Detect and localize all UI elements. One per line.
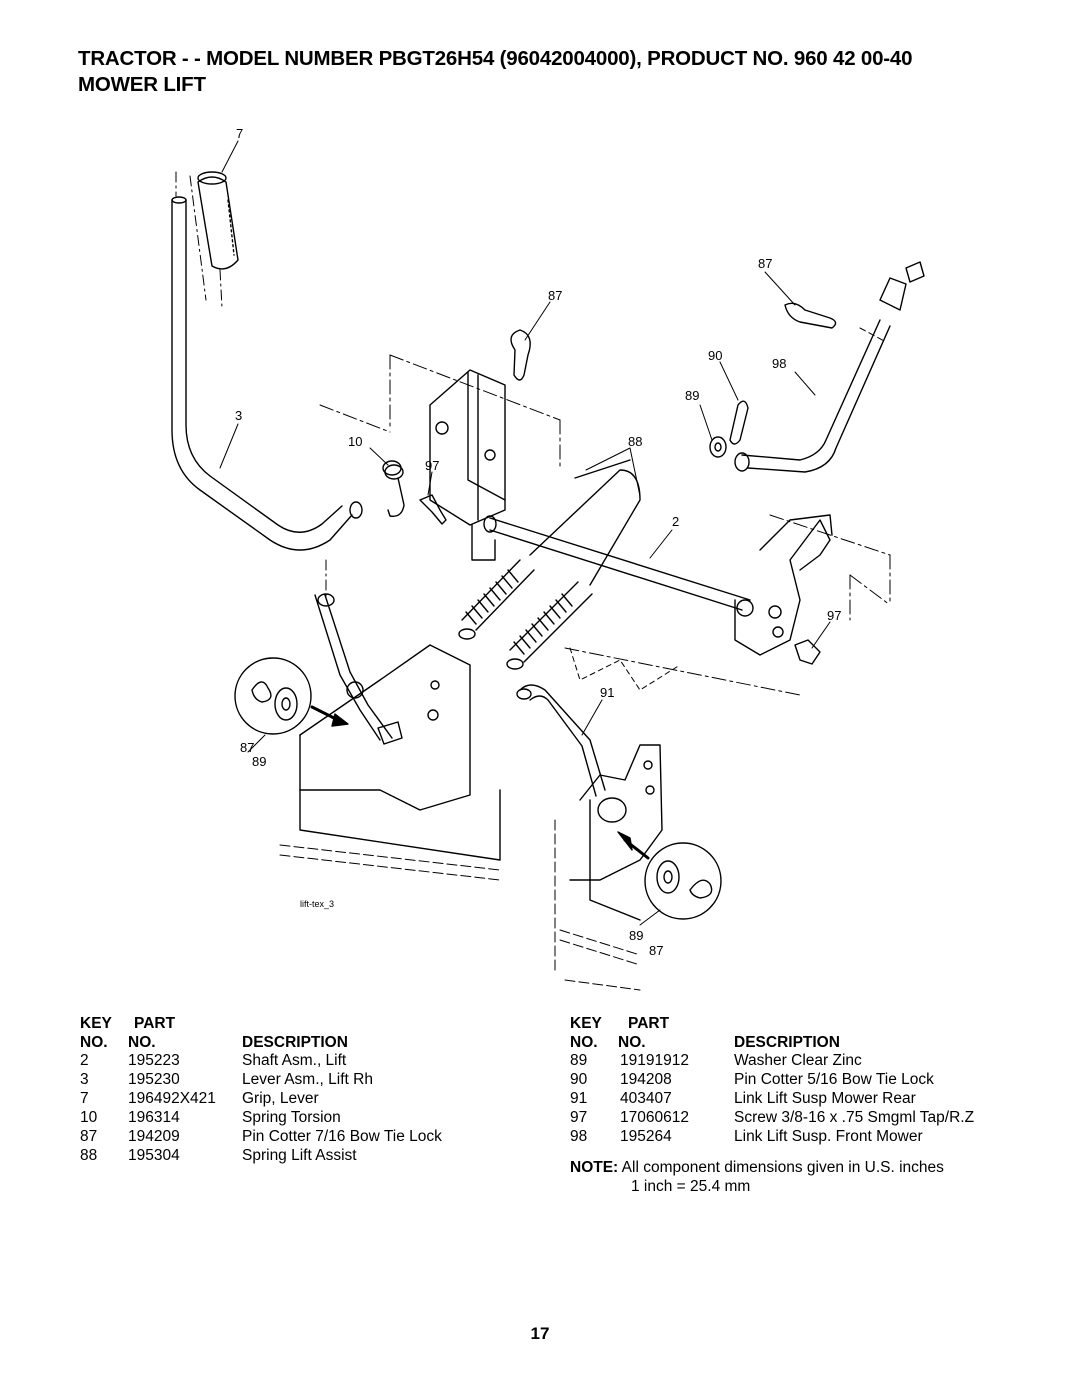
callout-3: 3 [235,408,242,423]
header-no: NO. [570,1034,598,1051]
lift-shaft [483,515,751,611]
callout-88: 88 [628,434,642,449]
rear-link [516,684,606,797]
cotter-pin-87-top [510,329,531,381]
front-link [734,261,925,473]
image-label: lift-tex_3 [300,899,334,909]
page-number: 17 [530,1324,550,1343]
grip [197,171,239,270]
parts-diagram: 7 87 87 90 98 89 3 10 97 88 2 97 91 87 8… [171,126,925,991]
right-bracket [734,514,833,656]
note-conversion: 1 inch = 25.4 mm [631,1178,751,1195]
callout-87-b: 87 [758,256,772,271]
callout-90: 90 [708,348,722,363]
header-description: DESCRIPTION [734,1034,840,1051]
torsion-spring-10 [382,460,405,517]
header-description: DESCRIPTION [242,1034,348,1051]
detail-circle-right [617,831,722,920]
cotter-pin-87-right [784,302,837,329]
callout-87-d: 87 [649,943,663,958]
right-deck-bracket [569,744,663,921]
callout-87-c: 87 [240,740,254,755]
page-title: TRACTOR - - MODEL NUMBER PBGT26H54 (9604… [78,46,913,98]
callout-89-c: 89 [629,928,643,943]
callout-10: 10 [348,434,362,449]
screw-97-left [419,494,447,525]
header-key: KEY [80,1015,112,1032]
callout-7: 7 [236,126,243,141]
title-line-1: TRACTOR - - MODEL NUMBER PBGT26H54 (9604… [78,47,913,70]
note-label: NOTE: [570,1159,619,1176]
center-bracket [429,369,506,561]
note-text: All component dimensions given in U.S. i… [621,1159,944,1176]
header-key: KEY [570,1015,602,1032]
header-part: PART [134,1015,176,1032]
title-line-2: MOWER LIFT [78,73,206,96]
callout-89-b: 89 [252,754,266,769]
table-header-left: KEY PART NO. NO. DESCRIPTION [80,1015,442,1051]
callout-89-a: 89 [685,388,699,403]
assist-springs [458,459,641,670]
callout-2: 2 [672,514,679,529]
dimension-note: NOTE: All component dimensions given in … [570,1158,944,1196]
callout-labels: 7 87 87 90 98 89 3 10 97 88 2 97 91 87 8… [235,126,841,958]
cotter-pin-90 [729,400,749,445]
callout-98: 98 [772,356,786,371]
header-no-2: NO. [128,1034,156,1051]
header-part: PART [628,1015,670,1032]
left-deck-bracket [299,593,501,861]
lift-lever [171,196,363,551]
callout-87-a: 87 [548,288,562,303]
header-no: NO. [80,1034,108,1051]
callout-91: 91 [600,685,614,700]
callout-97-b: 97 [827,608,841,623]
header-no-2: NO. [618,1034,646,1051]
callout-97-a: 97 [425,458,439,473]
detail-circle-left [234,657,349,735]
screw-97-right [794,639,821,665]
table-header-right: KEY PART NO. NO. DESCRIPTION [570,1015,974,1051]
washer-89 [709,436,727,458]
